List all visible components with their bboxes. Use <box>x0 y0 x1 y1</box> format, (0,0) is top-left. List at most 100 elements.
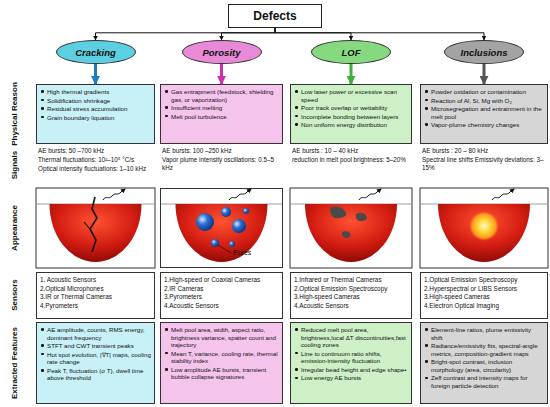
defect-oval: Cracking <box>56 40 136 64</box>
feature-item: Low energy AE bursts <box>294 374 408 382</box>
inclusion-glow <box>469 211 499 241</box>
connector <box>96 28 276 40</box>
reason-box: Low laser power or excessive scan speedP… <box>290 84 412 144</box>
connector <box>275 28 351 40</box>
feature-item: Mean T, variance, cooling rate, thermal … <box>164 350 279 365</box>
feature-box: AE amplitude, counts, RMS energy, domina… <box>36 322 155 404</box>
feature-item: Bright-spot contrast, inclusion morpholo… <box>424 358 544 373</box>
sensor-box: 1.Optical Emission Spectroscopy2.Hypersp… <box>420 272 548 319</box>
defect-name: LOF <box>342 47 361 58</box>
signal-text: Thermal fluctuations: 10²–10⁵ °C/s <box>38 156 156 164</box>
feature-item: Irregular bead height and edge shape• <box>294 366 408 374</box>
signal-text: Spectral line shifts Emissivity deviatio… <box>422 156 548 172</box>
feature-item: Low amplitude AE bursts, transient bubbl… <box>164 366 279 381</box>
reason-item: Insufficient melting <box>164 104 279 112</box>
reason-item: Melt pool turbulence <box>164 113 279 121</box>
connector <box>483 64 486 84</box>
pores <box>196 207 249 247</box>
sensor-box: 1.High-speed or Coaxial Cameras2.IR Came… <box>160 272 283 319</box>
feature-item: Radiance/emissivity fits, spectral-angle… <box>424 342 544 357</box>
reason-item: Solidification shrinkage <box>40 97 151 105</box>
melt-pool <box>176 204 268 262</box>
signal-text: AE bursts: 50 –700 kHz <box>38 147 156 155</box>
sensor-item: 4.Acoustic Sensors <box>294 302 408 310</box>
defect-oval: Porosity <box>182 40 262 64</box>
defect-name: Cracking <box>75 47 116 58</box>
defect-name: Inclusions <box>461 47 508 58</box>
reason-item: Vapor-plume chemistry changes <box>424 121 544 129</box>
feature-item: Element-line ratios, plume emissivity sh… <box>424 326 544 341</box>
reason-item: Reaction of Al, Si, Mg with O₂ <box>424 97 544 105</box>
row-label: Sensors <box>10 279 19 311</box>
feature-box: Melt pool area, width, aspect ratio, bri… <box>160 322 283 404</box>
sensor-item: 3.High-speed Cameras <box>294 293 408 301</box>
reason-item: Poor track overlap or wettability <box>294 104 408 112</box>
reason-item: High thermal gradients <box>40 88 151 96</box>
unfused-region <box>330 206 367 238</box>
emission-arrows <box>103 189 514 200</box>
reason-item: Non uniform energy distribution <box>294 121 408 129</box>
sensor-item: 1.Infrared or Thermal Cameras <box>294 276 408 284</box>
reason-item: Low laser power or excessive scan speed <box>294 88 408 103</box>
connector <box>350 64 353 84</box>
sensor-box: 1. Acoustic Sensors2.Optical Microphones… <box>36 272 155 319</box>
crack-branch <box>84 222 90 229</box>
melt-pool <box>438 204 530 262</box>
row-label: Signals <box>10 151 19 179</box>
sensor-item: 3.High-speed Cameras <box>424 293 544 301</box>
feature-item: Peak T, fluctuation (σ T), dwell time ab… <box>40 367 151 382</box>
connector <box>222 28 276 40</box>
feature-item: STFT and CWT transient peaks <box>40 342 151 350</box>
connector <box>275 28 484 40</box>
reason-item: Incomplete bonding between layers <box>294 113 408 121</box>
signal-column: AE bursts : 10 – 40 kHzreduction in melt… <box>292 147 412 165</box>
sensor-item: 4.Pyrometers <box>40 302 151 310</box>
reason-item: Grain boundary liquation <box>40 114 151 122</box>
feature-item: Melt pool area, width, aspect ratio, bri… <box>164 326 279 349</box>
signal-text: Optical intensity fluctuations: 1–10 kHz <box>38 165 156 173</box>
row-label: Appearance <box>10 205 19 251</box>
defect-oval: Inclusions <box>444 40 524 64</box>
melt-pool <box>50 204 142 262</box>
reason-item: Residual stress accumulation <box>40 105 151 113</box>
defect-oval: LOF <box>311 40 391 64</box>
sensor-item: 1. Acoustic Sensors <box>40 276 151 284</box>
sensor-item: 3.Pyrometers <box>164 293 279 301</box>
appearance-frame <box>420 188 548 268</box>
appearance-frame <box>290 188 412 268</box>
feature-box: Element-line ratios, plume emissivity sh… <box>420 322 548 404</box>
sensor-item: 2.Optical Microphones <box>40 285 151 293</box>
feature-item: Line to continuum ratio shifts, emission… <box>294 350 408 365</box>
appearance-box: Pores <box>160 188 283 268</box>
root-title: Defects <box>253 9 296 23</box>
leader-line <box>218 245 231 253</box>
reason-box: High thermal gradientsSolidification shr… <box>36 84 155 144</box>
signal-column: AE bursts: 50 –700 kHzThermal fluctuatio… <box>38 147 156 174</box>
signal-text: Vapor plume intensity oscillations: 0.5–… <box>162 156 284 172</box>
reason-item: Microsegregation and entrainment in the … <box>424 105 544 120</box>
sensor-box: 1.Infrared or Thermal Cameras2.Optical E… <box>290 272 412 319</box>
feature-item: Reduced melt pool area, brightness,local… <box>294 326 408 349</box>
signal-text: AE bursts : 10 – 40 kHz <box>292 147 412 155</box>
root-box: Defects <box>228 4 322 28</box>
connector <box>94 64 97 84</box>
sensor-item: 4.Electron Optical Imaging <box>424 302 544 310</box>
sensor-item: 3.IR or Thermal Cameras <box>40 293 151 301</box>
sensor-item: 1.High-speed or Coaxial Cameras <box>164 276 279 284</box>
signal-text: AE bursts: 100 –250 kHz <box>162 147 284 155</box>
feature-item: AE amplitude, counts, RMS energy, domina… <box>40 326 151 341</box>
feature-item: Zeff contrast and intensity maps for for… <box>424 374 544 389</box>
row-label: Physical Reason <box>10 82 19 146</box>
signal-column: AE bursts : 20 – 80 kHzSpectral line shi… <box>422 147 548 173</box>
connector <box>220 64 223 84</box>
sensor-item: 4.Acoustic Sensors <box>164 302 279 310</box>
sensor-item: 1.Optical Emission Spectroscopy <box>424 276 544 284</box>
row-label: Extracted Features <box>10 327 19 399</box>
signal-text: AE bursts : 20 – 80 kHz <box>422 147 548 155</box>
sensor-item: 2.Optical Emission Spectroscopy <box>294 285 408 293</box>
sensor-item: 2.Hyperspectral or LIBS Sensors <box>424 285 544 293</box>
reason-item: Powder oxidation or contamination <box>424 88 544 96</box>
signal-text: reduction in melt pool brightness: 5–20% <box>292 156 412 164</box>
feature-box: Reduced melt pool area, brightness,local… <box>290 322 412 404</box>
